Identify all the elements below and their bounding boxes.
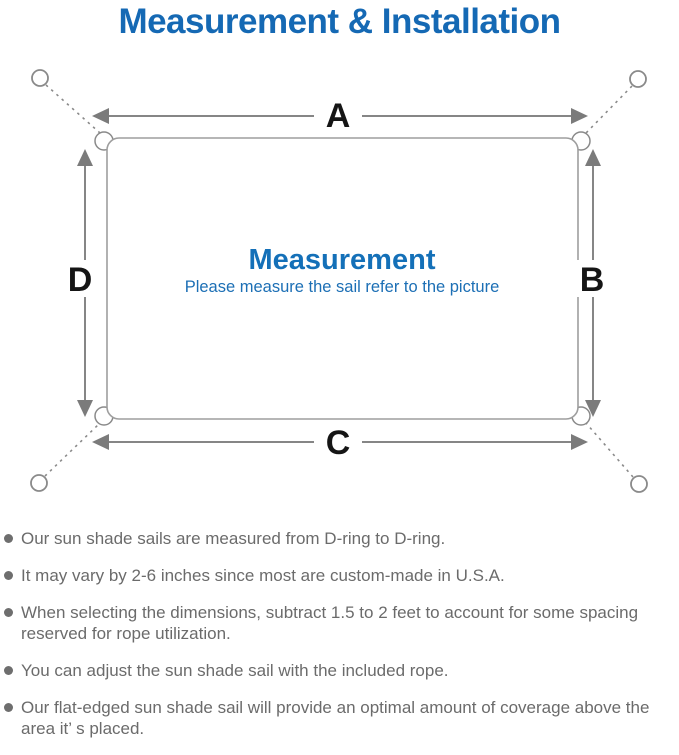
arrow-up-icon (585, 149, 601, 166)
arrow-left-icon (92, 434, 109, 450)
dimension-label-a: A (326, 97, 351, 135)
note-text: Our flat-edged sun shade sail will provi… (21, 698, 650, 738)
arrow-right-icon (571, 108, 588, 124)
arrow-left-icon (92, 108, 109, 124)
list-item: You can adjust the sun shade sail with t… (4, 660, 672, 681)
anchor-ring-icon-top-left (31, 69, 49, 87)
bullet-icon (4, 703, 13, 712)
bullet-icon (4, 571, 13, 580)
note-text: When selecting the dimensions, subtract … (21, 603, 639, 643)
note-text: Our sun shade sails are measured from D-… (21, 529, 446, 548)
anchor-ring-icon-top-right (629, 70, 647, 88)
anchor-ring-icon-bottom-left (30, 474, 48, 492)
arrow-down-icon (77, 400, 93, 417)
diagram-center-title: Measurement (249, 244, 436, 276)
arrow-down-icon (585, 400, 601, 417)
list-item: Our flat-edged sun shade sail will provi… (4, 697, 672, 739)
list-item: Our sun shade sails are measured from D-… (4, 528, 672, 549)
rope-dashed-line-bottom-right (585, 422, 634, 478)
page-title: Measurement & Installation (118, 2, 561, 41)
arrow-up-icon (77, 149, 93, 166)
bullet-icon (4, 608, 13, 617)
diagram-center-subtitle: Please measure the sail refer to the pic… (185, 278, 500, 296)
rope-dashed-line-top-right (585, 85, 633, 134)
bullet-icon (4, 666, 13, 675)
dimension-label-c: C (326, 424, 351, 462)
dimension-label-d: D (68, 261, 93, 299)
rope-dashed-line-bottom-left (44, 422, 101, 477)
anchor-ring-icon-bottom-right (630, 475, 648, 493)
arrow-right-icon (571, 434, 588, 450)
list-item: It may vary by 2-6 inches since most are… (4, 565, 672, 586)
rope-dashed-line-top-left (45, 84, 101, 134)
note-text: You can adjust the sun shade sail with t… (21, 661, 449, 680)
note-text: It may vary by 2-6 inches since most are… (21, 566, 505, 585)
notes-list: Our sun shade sails are measured from D-… (4, 528, 672, 755)
measurement-diagram: A C D B Measurement Please measure the s… (30, 69, 648, 493)
list-item: When selecting the dimensions, subtract … (4, 602, 672, 644)
dimension-label-b: B (580, 261, 605, 299)
bullet-icon (4, 534, 13, 543)
